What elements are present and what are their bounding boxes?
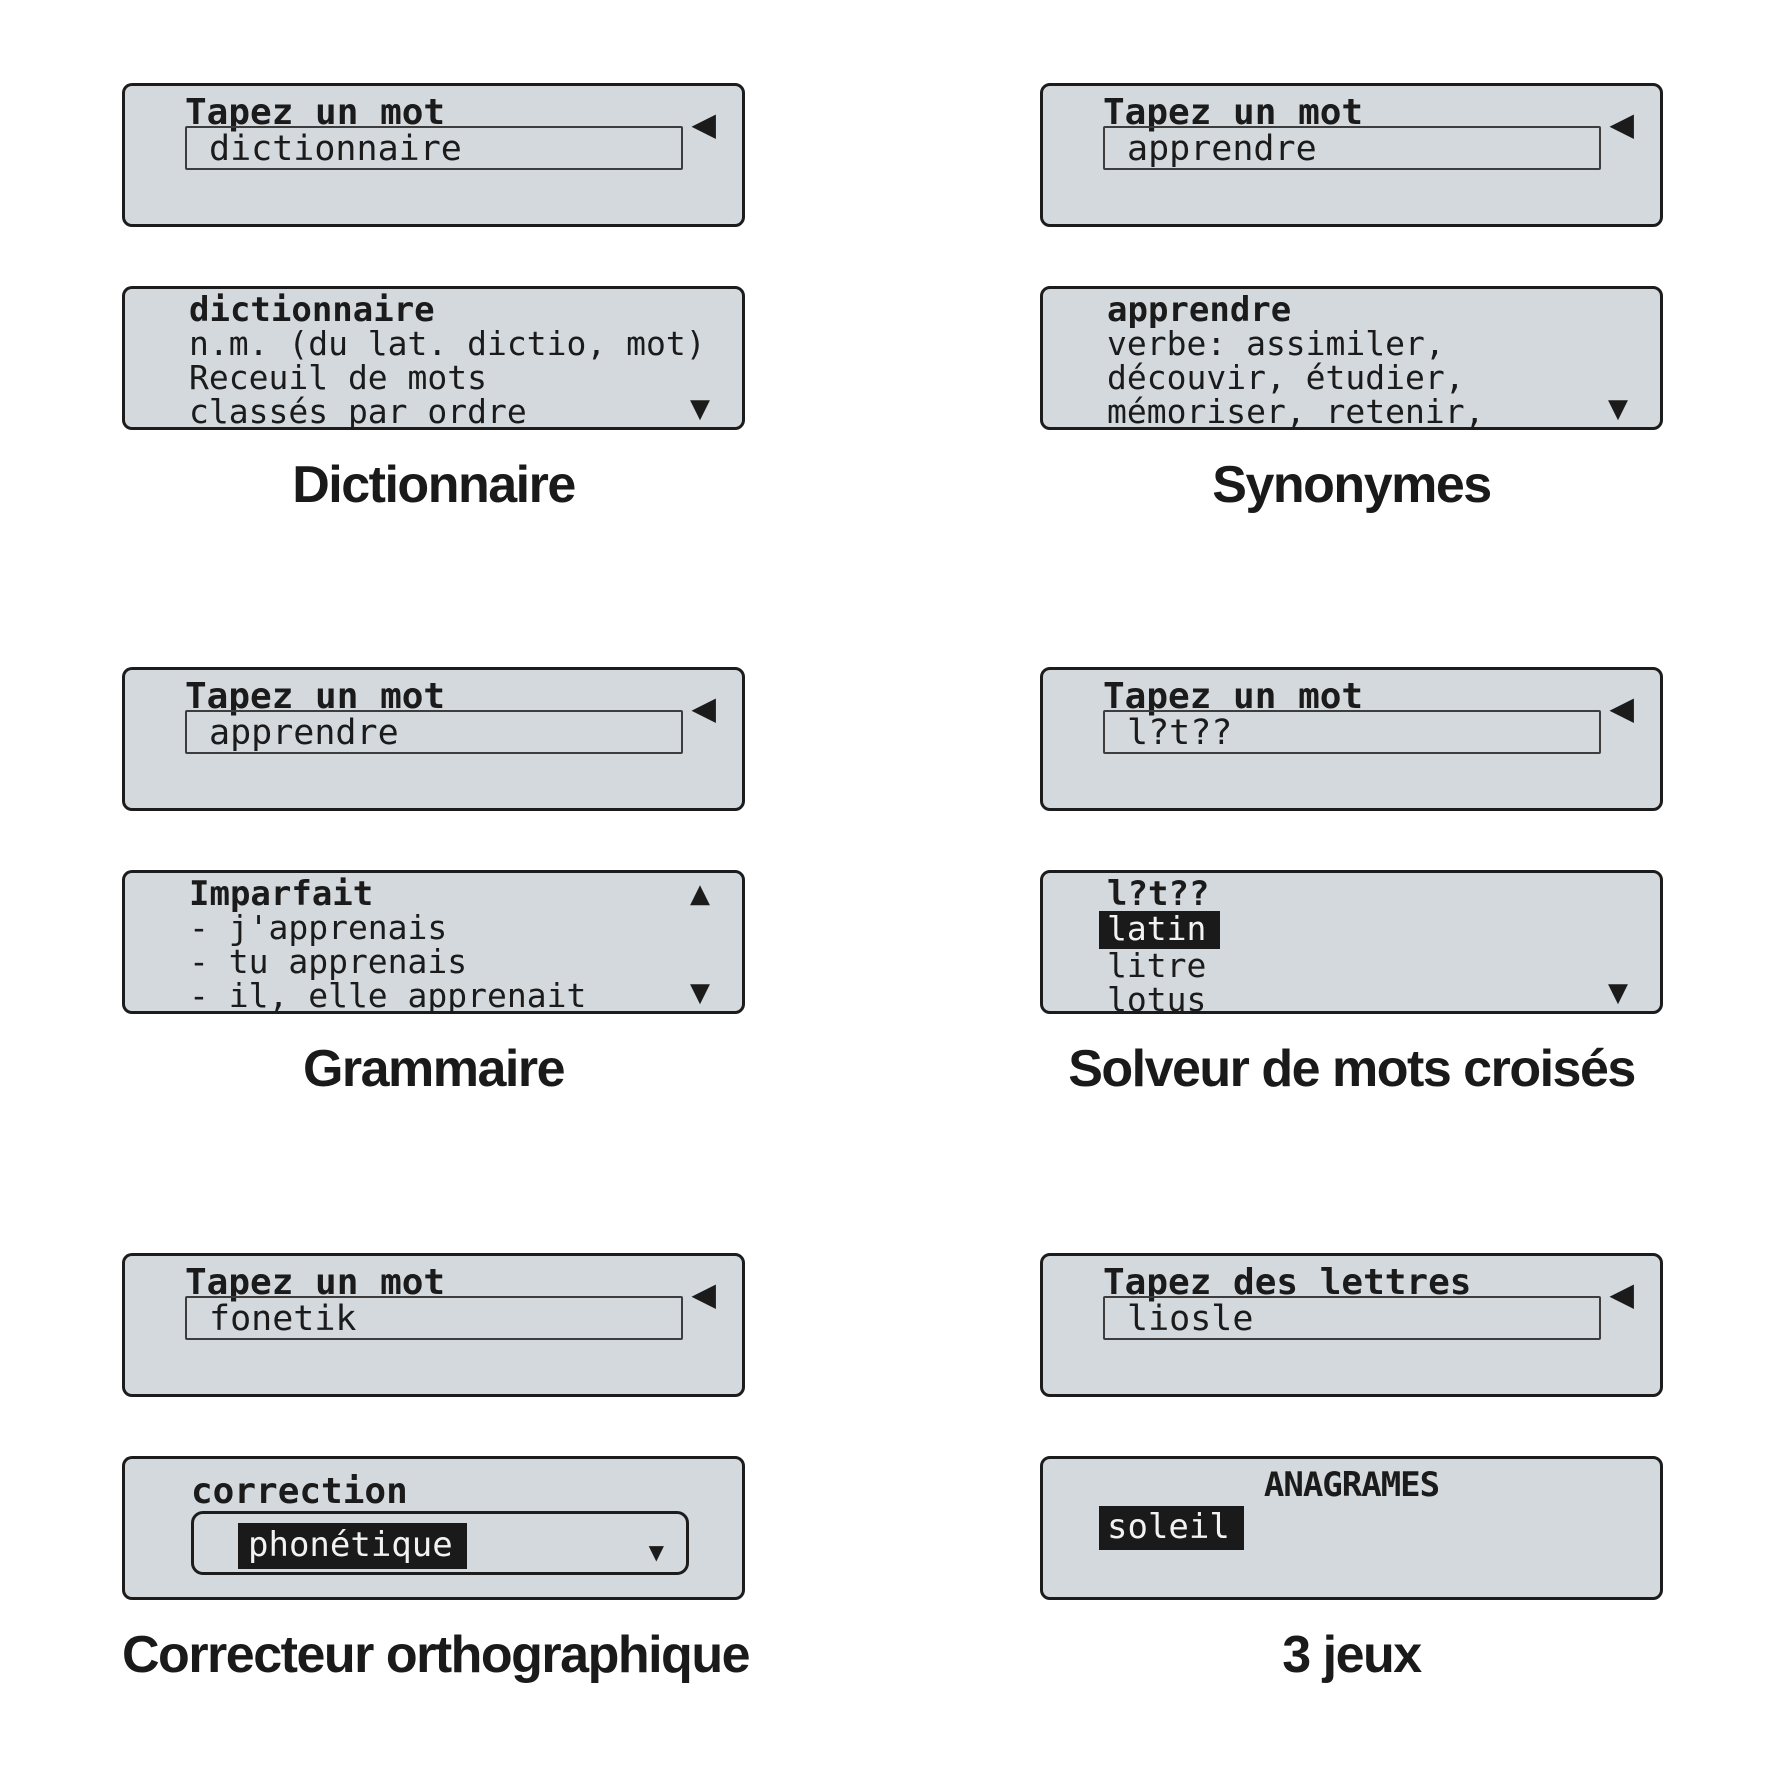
back-icon[interactable]: ◀ bbox=[691, 105, 716, 143]
synonyms-text: apprendre verbe: assimiler, découvir, ét… bbox=[1107, 290, 1485, 431]
word-input[interactable]: apprendre bbox=[1103, 126, 1601, 170]
anagrams-header: ANAGRAMES bbox=[1263, 1465, 1440, 1505]
definition-text: dictionnaire n.m. (du lat. dictio, mot) … bbox=[189, 290, 706, 431]
feature-caption: Dictionnaire bbox=[292, 456, 576, 514]
word-input[interactable]: fonetik bbox=[185, 1296, 683, 1340]
word-input-value: fonetik bbox=[209, 1299, 357, 1339]
pattern-header: l?t?? bbox=[1107, 874, 1210, 914]
word-input[interactable]: apprendre bbox=[185, 710, 683, 754]
match-list: l?t?? latin litre lotus bbox=[1099, 874, 1221, 1019]
scroll-down-icon[interactable]: ▼ bbox=[690, 978, 710, 1008]
result-screen: apprendre verbe: assimiler, découvir, ét… bbox=[1040, 286, 1663, 430]
word-input-value: l?t?? bbox=[1127, 713, 1233, 753]
headword: dictionnaire bbox=[189, 290, 435, 330]
feature-caption: 3 jeux bbox=[1282, 1626, 1422, 1684]
feature-caption: Synonymes bbox=[1212, 456, 1492, 514]
result-screen: Imparfait - j'apprenais - tu apprenais -… bbox=[122, 870, 745, 1014]
scroll-down-icon[interactable]: ▼ bbox=[1608, 978, 1628, 1008]
result-screen: l?t?? latin litre lotus ▼ bbox=[1040, 870, 1663, 1019]
letters-input[interactable]: liosle bbox=[1103, 1296, 1601, 1340]
word-input[interactable]: l?t?? bbox=[1103, 710, 1601, 754]
group-3-jeux: Tapez des lettres liosle ◀ ANAGRAMES sol… bbox=[1040, 1253, 1663, 1698]
group-dictionnaire: Tapez un mot dictionnaire ◀ dictionnaire… bbox=[122, 83, 745, 528]
back-icon[interactable]: ◀ bbox=[1609, 689, 1634, 727]
selected-anagram: soleil bbox=[1099, 1506, 1244, 1550]
group-synonymes: Tapez un mot apprendre ◀ apprendre verbe… bbox=[1040, 83, 1663, 528]
conjugation-text: Imparfait - j'apprenais - tu apprenais -… bbox=[189, 874, 587, 1015]
input-screen: Tapez un mot fonetik ◀ bbox=[122, 1253, 745, 1397]
list-item[interactable]: lotus bbox=[1107, 980, 1207, 1019]
input-screen: Tapez un mot dictionnaire ◀ bbox=[122, 83, 745, 227]
input-screen: Tapez un mot l?t?? ◀ bbox=[1040, 667, 1663, 811]
list-item[interactable]: litre bbox=[1107, 946, 1207, 985]
feature-caption: Solveur de mots croisés bbox=[1068, 1040, 1636, 1098]
word-input[interactable]: dictionnaire bbox=[185, 126, 683, 170]
selected-word: latin bbox=[1099, 911, 1221, 949]
result-screen: correction phonétique ▼ bbox=[122, 1456, 745, 1600]
headword: apprendre bbox=[1107, 290, 1292, 330]
word-input-value: apprendre bbox=[209, 713, 399, 753]
back-icon[interactable]: ◀ bbox=[691, 689, 716, 727]
letters-input-value: liosle bbox=[1127, 1299, 1254, 1339]
word-input-value: apprendre bbox=[1127, 129, 1317, 169]
dropdown-arrow-icon[interactable]: ▼ bbox=[648, 1540, 664, 1564]
scroll-down-icon[interactable]: ▼ bbox=[1608, 394, 1628, 424]
correction-dropdown[interactable]: phonétique ▼ bbox=[191, 1511, 689, 1575]
feature-caption: Grammaire bbox=[302, 1040, 566, 1098]
tense-header: Imparfait bbox=[189, 874, 374, 914]
selected-correction: phonétique bbox=[238, 1523, 467, 1569]
scroll-down-icon[interactable]: ▼ bbox=[690, 394, 710, 424]
input-screen: Tapez un mot apprendre ◀ bbox=[122, 667, 745, 811]
back-icon[interactable]: ◀ bbox=[1609, 1275, 1634, 1313]
input-screen: Tapez un mot apprendre ◀ bbox=[1040, 83, 1663, 227]
word-input-value: dictionnaire bbox=[209, 129, 462, 169]
result-screen: ANAGRAMES soleil bbox=[1040, 1456, 1663, 1600]
input-screen: Tapez des lettres liosle ◀ bbox=[1040, 1253, 1663, 1397]
scroll-up-icon[interactable]: ▲ bbox=[690, 879, 710, 909]
back-icon[interactable]: ◀ bbox=[1609, 105, 1634, 143]
back-icon[interactable]: ◀ bbox=[691, 1275, 716, 1313]
list-item-selected[interactable]: soleil bbox=[1099, 1506, 1244, 1550]
result-screen: dictionnaire n.m. (du lat. dictio, mot) … bbox=[122, 286, 745, 430]
feature-caption: Correcteur orthographique bbox=[122, 1626, 751, 1684]
group-correcteur-orthographique: Tapez un mot fonetik ◀ correction phonét… bbox=[122, 1253, 751, 1698]
group-grammaire: Tapez un mot apprendre ◀ Imparfait - j'a… bbox=[122, 667, 745, 1112]
list-item-selected[interactable]: latin bbox=[1099, 911, 1221, 949]
correction-header: correction bbox=[191, 1471, 408, 1512]
group-solveur-mots-croises: Tapez un mot l?t?? ◀ l?t?? latin litre l… bbox=[1040, 667, 1663, 1112]
